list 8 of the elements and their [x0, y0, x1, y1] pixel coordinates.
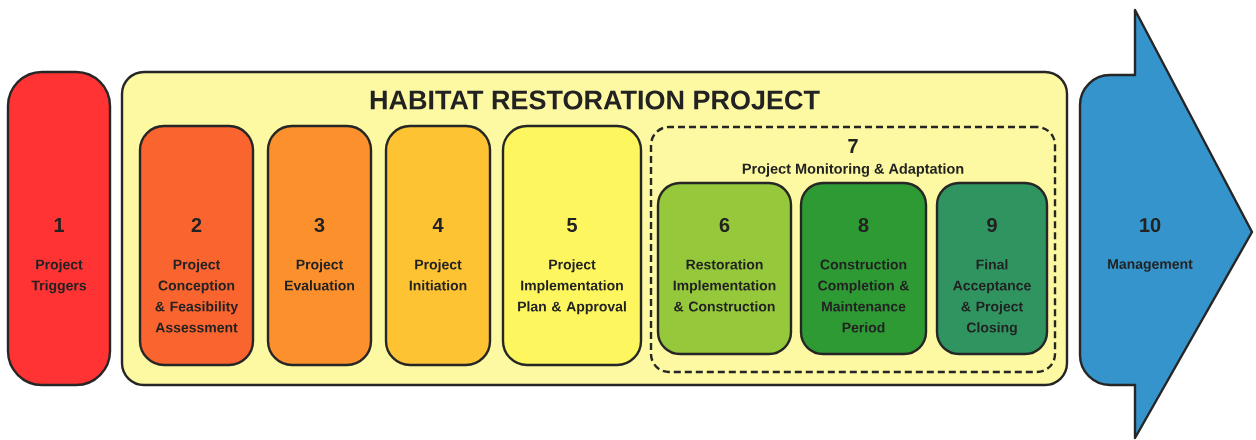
process-box: 3 Project Evaluation [266, 124, 373, 367]
process-box: 1 Project Triggers [6, 70, 112, 387]
process-box: 5 Project Implementation Plan & Approval [501, 124, 643, 367]
process-box: 2 Project Conception & Feasibility Assessment [138, 124, 255, 367]
process-box: 4 Project Initiation [384, 124, 492, 367]
process-box: 6 Restoration Implementation & Construction [656, 181, 793, 356]
process-box: 9 Final Acceptance & Project Closing [935, 181, 1049, 356]
process-box: 8 Construction Completion & Maintenance Period [799, 181, 928, 356]
